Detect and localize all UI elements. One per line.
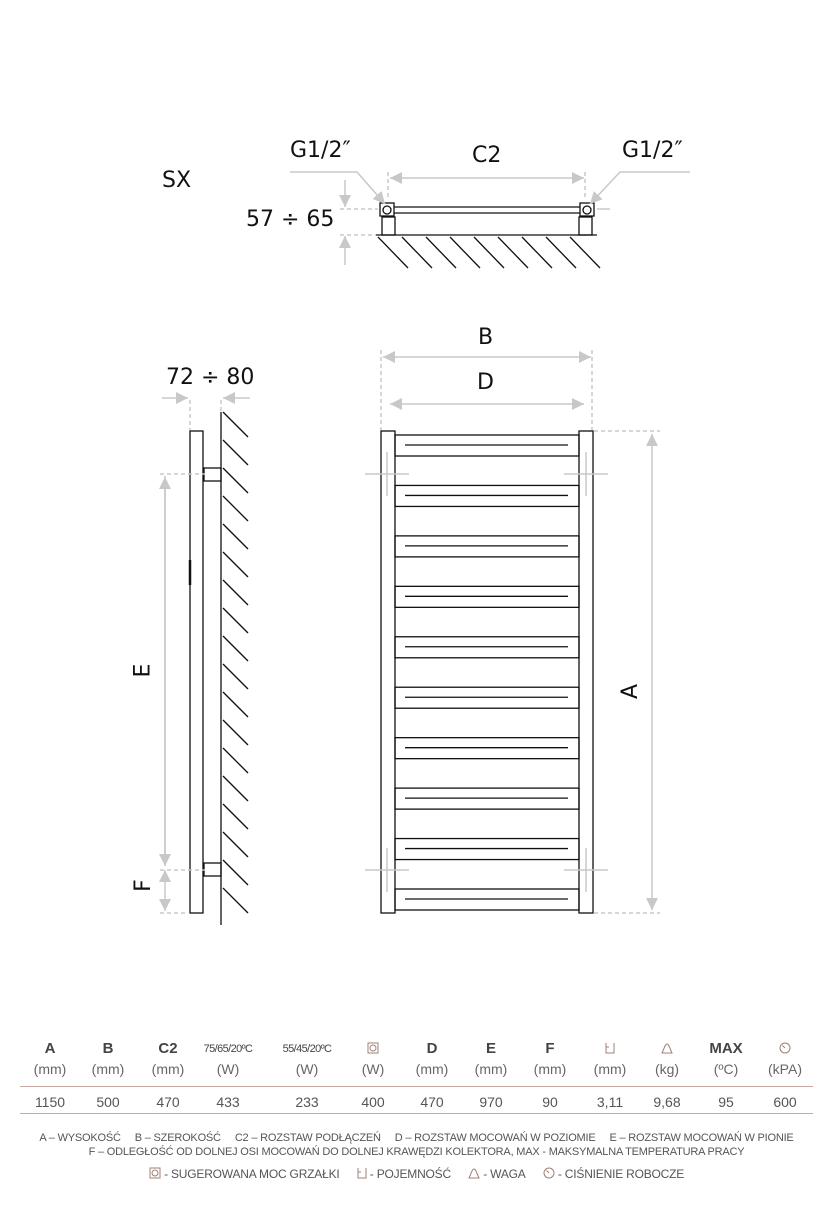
column-value: 433 <box>216 1094 240 1110</box>
column-header <box>580 1040 640 1058</box>
column-header <box>343 1040 403 1058</box>
f-label: F <box>130 879 156 892</box>
column-value: 470 <box>420 1094 444 1110</box>
right-connection-label: G1/2″ <box>622 138 683 163</box>
column-value: 95 <box>718 1094 734 1110</box>
radiator-panel <box>394 837 580 861</box>
radiator-panel <box>394 888 580 911</box>
column-value: 9,68 <box>653 1094 681 1110</box>
column-value: 500 <box>96 1094 120 1110</box>
column-header: B <box>102 1040 114 1057</box>
heater-socket-icon <box>149 1167 161 1182</box>
b-label: B <box>478 325 494 350</box>
column-unit: (mm) <box>91 1061 125 1077</box>
pressure-gauge-icon <box>543 1167 555 1182</box>
radiator-panel <box>394 585 580 608</box>
mount-crosshair <box>564 452 608 496</box>
radiator-panel <box>394 787 580 810</box>
front-view <box>365 350 660 914</box>
column-unit: (kg) <box>654 1061 680 1077</box>
column-unit: (mm) <box>151 1061 185 1077</box>
column-header: 55/45/20ºC <box>282 1043 332 1055</box>
column-header <box>637 1040 697 1058</box>
column-value: 233 <box>295 1094 319 1110</box>
top-view-label: SX <box>162 168 192 193</box>
column-header: E <box>485 1040 496 1057</box>
column-header: A <box>44 1040 56 1057</box>
column-unit: (W) <box>216 1061 240 1077</box>
top-view <box>290 171 690 269</box>
legend-pressure: - CIŚNIENIE ROBOCZE <box>543 1167 684 1181</box>
capacity-icon <box>357 1167 367 1182</box>
technical-drawing <box>159 171 690 925</box>
column-unit: (W) <box>361 1061 385 1077</box>
legend-d: D – ROZSTAW MOCOWAŃ W POZIOMIE <box>394 1132 596 1144</box>
column-value: 3,11 <box>596 1094 624 1110</box>
legend-capacity: - POJEMNOŚĆ <box>357 1167 451 1181</box>
radiator-panel <box>394 686 580 709</box>
d-label: D <box>477 370 494 395</box>
capacity-icon <box>605 1041 615 1058</box>
legend-weight: - WAGA <box>468 1167 526 1181</box>
c2-label: C2 <box>472 143 502 168</box>
column-unit: (mm) <box>33 1061 67 1077</box>
column-unit: (W) <box>295 1061 319 1077</box>
e-label: E <box>130 663 156 678</box>
column-header: D <box>426 1040 438 1057</box>
legend-c2: C2 – ROZSTAW PODŁĄCZEŃ <box>234 1132 381 1144</box>
legend-heater: - SUGEROWANA MOC GRZAŁKI <box>149 1167 340 1181</box>
wall-distance-label: 57 ÷ 65 <box>246 207 335 232</box>
legend-a: A – WYSOKOŚĆ <box>39 1132 121 1144</box>
column-value: 600 <box>773 1094 797 1110</box>
heater-socket-icon <box>367 1041 379 1058</box>
legend-e: E – ROZSTAW MOCOWAŃ W PIONIE <box>609 1132 794 1144</box>
radiator-panel <box>394 434 580 457</box>
column-value: 970 <box>479 1094 503 1110</box>
depth-label: 72 ÷ 80 <box>166 365 255 390</box>
left-connection-label: G1/2″ <box>290 138 351 163</box>
column-value: 1150 <box>34 1094 66 1110</box>
legend-pressure-text: - CIŚNIENIE ROBOCZE <box>557 1167 685 1181</box>
legend-icons: - SUGEROWANA MOC GRZAŁKI - POJEMNOŚĆ - W… <box>0 1167 833 1182</box>
weight-icon <box>468 1167 480 1182</box>
legend-b: B – SZEROKOŚĆ <box>134 1132 221 1144</box>
column-unit: (mm) <box>533 1061 567 1077</box>
column-value: 400 <box>361 1094 385 1110</box>
weight-icon <box>661 1041 673 1058</box>
side-view <box>159 392 250 925</box>
radiator-panel <box>394 535 580 558</box>
radiator-panel <box>394 636 580 659</box>
mount-crosshair <box>365 452 409 496</box>
column-header <box>755 1040 815 1058</box>
column-header: 75/65/20ºC <box>203 1043 253 1055</box>
legend-weight-text: - WAGA <box>483 1167 526 1181</box>
legend-line-1: A – WYSOKOŚĆ B – SZEROKOŚĆ C2 – ROZSTAW PO… <box>0 1132 833 1144</box>
column-header: C2 <box>158 1040 178 1057</box>
a-label: A <box>618 683 644 700</box>
column-unit: (mm) <box>415 1061 449 1077</box>
column-unit: (mm) <box>593 1061 627 1077</box>
mount-crosshair <box>564 848 608 892</box>
radiator-panel <box>394 484 580 508</box>
column-value: 470 <box>156 1094 180 1110</box>
column-value: 90 <box>542 1094 558 1110</box>
column-unit: (ºC) <box>713 1061 739 1077</box>
column-unit: (mm) <box>474 1061 508 1077</box>
column-header: F <box>545 1040 555 1057</box>
mount-crosshair <box>365 848 409 892</box>
column-unit: (kPA) <box>768 1061 802 1077</box>
radiator-panel <box>394 737 580 760</box>
legend-line-2: F – ODLEGŁOŚĆ OD DOLNEJ OSI MOCOWAŃ DO D… <box>88 1146 745 1158</box>
column-header: MAX <box>709 1040 743 1057</box>
legend-heater-text: - SUGEROWANA MOC GRZAŁKI <box>164 1167 340 1181</box>
legend-capacity-text: - POJEMNOŚĆ <box>369 1167 451 1181</box>
pressure-gauge-icon <box>779 1041 791 1058</box>
